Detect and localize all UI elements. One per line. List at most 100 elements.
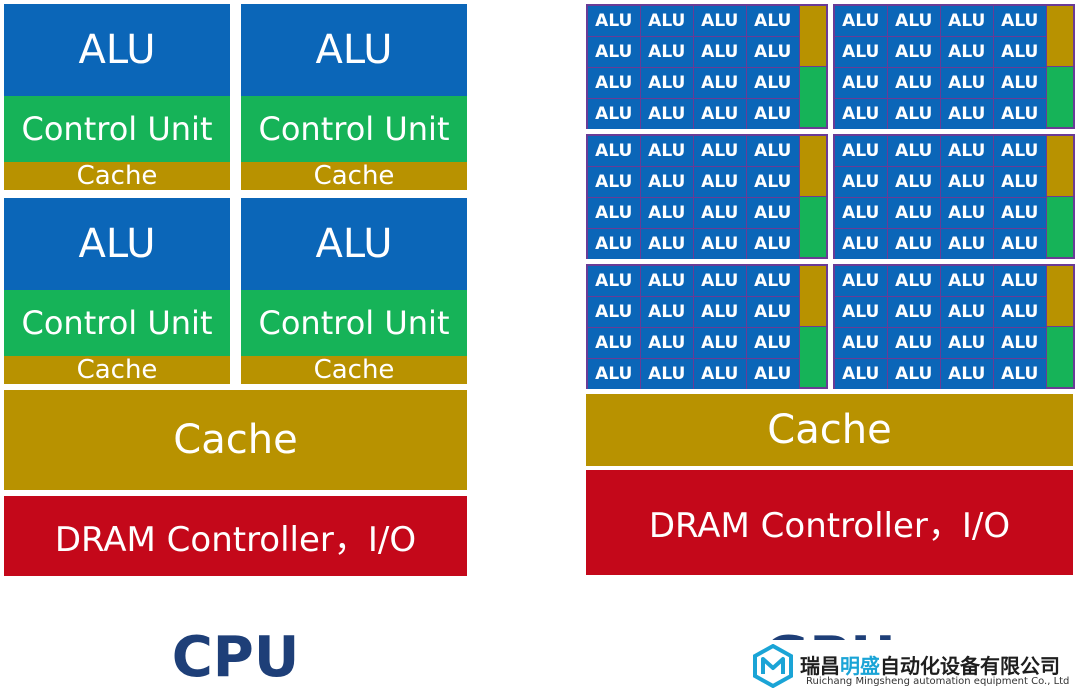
- gpu-alu: ALU: [588, 6, 640, 36]
- gpu-alu: ALU: [747, 136, 799, 166]
- gpu-alu: ALU: [641, 6, 693, 36]
- gpu-alu: ALU: [888, 37, 940, 67]
- cpu-control-unit: Control Unit: [4, 290, 230, 356]
- gpu-alu: ALU: [835, 37, 887, 67]
- company-name-part2: 自动化设备有限公司: [880, 654, 1060, 678]
- cpu-core-4: ALU Control Unit Cache: [241, 198, 467, 385]
- cpu-label: CPU: [171, 624, 300, 690]
- gpu-alu: ALU: [888, 229, 940, 259]
- gpu-alu: ALU: [641, 99, 693, 129]
- gpu-alu: ALU: [888, 99, 940, 129]
- gpu-alu: ALU: [641, 266, 693, 296]
- gpu-alu: ALU: [994, 6, 1046, 36]
- gpu-alu: ALU: [835, 99, 887, 129]
- gpu-alu: ALU: [641, 359, 693, 389]
- gpu-alu: ALU: [941, 229, 993, 259]
- gpu-alu: ALU: [694, 198, 746, 228]
- gpu-alu: ALU: [641, 167, 693, 197]
- gpu-sm-cache: [800, 6, 826, 66]
- cpu-diagram: ALU Control Unit Cache ALU Control Unit …: [0, 0, 472, 580]
- gpu-alu: ALU: [747, 37, 799, 67]
- gpu-alu: ALU: [994, 266, 1046, 296]
- gpu-alu: ALU: [694, 229, 746, 259]
- company-name-cn: 瑞昌明盛自动化设备有限公司: [800, 650, 1060, 679]
- gpu-sm-cache: [800, 136, 826, 196]
- gpu-alu: ALU: [888, 6, 940, 36]
- gpu-alu: ALU: [694, 297, 746, 327]
- cpu-shared-cache: Cache: [4, 390, 467, 490]
- gpu-alu: ALU: [747, 229, 799, 259]
- gpu-alu: ALU: [941, 266, 993, 296]
- company-logo: 瑞昌明盛自动化设备有限公司 Ruichang Mingsheng automat…: [748, 640, 1080, 692]
- gpu-sm-control-unit: [800, 197, 826, 257]
- gpu-alu: ALU: [941, 68, 993, 98]
- gpu-alu: ALU: [888, 198, 940, 228]
- cpu-alu: ALU: [241, 198, 467, 290]
- company-name-en: Ruichang Mingsheng automation equipment …: [806, 676, 1070, 687]
- gpu-alu: ALU: [747, 99, 799, 129]
- gpu-alu: ALU: [588, 136, 640, 166]
- gpu-alu: ALU: [888, 297, 940, 327]
- cpu-core-2: ALU Control Unit Cache: [241, 4, 467, 191]
- gpu-alu: ALU: [747, 68, 799, 98]
- gpu-alu: ALU: [994, 359, 1046, 389]
- cpu-core-cache: Cache: [241, 355, 467, 385]
- gpu-alu: ALU: [694, 136, 746, 166]
- gpu-sm-control-unit: [800, 67, 826, 127]
- cpu-dram-controller: DRAM Controller，I/O: [4, 496, 467, 576]
- gpu-alu: ALU: [941, 328, 993, 358]
- company-name-part1: 瑞昌: [800, 654, 840, 678]
- gpu-alu: ALU: [641, 37, 693, 67]
- gpu-sm-control-unit: [1047, 197, 1073, 257]
- gpu-alu: ALU: [694, 167, 746, 197]
- gpu-alu: ALU: [835, 229, 887, 259]
- gpu-alu: ALU: [747, 167, 799, 197]
- gpu-alu: ALU: [994, 198, 1046, 228]
- cpu-core-cache: Cache: [241, 161, 467, 191]
- gpu-alu: ALU: [941, 99, 993, 129]
- gpu-alu: ALU: [641, 198, 693, 228]
- cpu-control-unit: Control Unit: [241, 290, 467, 356]
- gpu-alu: ALU: [994, 99, 1046, 129]
- gpu-alu: ALU: [941, 198, 993, 228]
- gpu-alu: ALU: [994, 229, 1046, 259]
- cpu-control-unit: Control Unit: [241, 96, 467, 162]
- cpu-alu: ALU: [241, 4, 467, 96]
- gpu-dram-controller: DRAM Controller，I/O: [586, 470, 1073, 575]
- gpu-alu: ALU: [694, 6, 746, 36]
- gpu-alu: ALU: [588, 229, 640, 259]
- cpu-core-1: ALU Control Unit Cache: [4, 4, 230, 191]
- gpu-alu: ALU: [747, 266, 799, 296]
- gpu-alu: ALU: [641, 136, 693, 166]
- gpu-alu: ALU: [941, 136, 993, 166]
- cpu-control-unit: Control Unit: [4, 96, 230, 162]
- gpu-alu: ALU: [941, 6, 993, 36]
- gpu-sm-cache: [1047, 136, 1073, 196]
- gpu-alu: ALU: [888, 136, 940, 166]
- gpu-alu: ALU: [641, 328, 693, 358]
- gpu-alu: ALU: [747, 328, 799, 358]
- gpu-alu: ALU: [694, 99, 746, 129]
- gpu-sm-cache: [800, 266, 826, 326]
- gpu-alu: ALU: [941, 359, 993, 389]
- gpu-alu: ALU: [835, 68, 887, 98]
- gpu-alu: ALU: [994, 297, 1046, 327]
- gpu-alu: ALU: [835, 167, 887, 197]
- gpu-alu: ALU: [835, 136, 887, 166]
- gpu-alu: ALU: [747, 359, 799, 389]
- gpu-alu: ALU: [588, 37, 640, 67]
- gpu-alu: ALU: [747, 198, 799, 228]
- gpu-alu: ALU: [588, 266, 640, 296]
- gpu-alu: ALU: [694, 68, 746, 98]
- cpu-core-3: ALU Control Unit Cache: [4, 198, 230, 385]
- cpu-core-cache: Cache: [4, 355, 230, 385]
- gpu-alu: ALU: [641, 68, 693, 98]
- gpu-sm-control-unit: [800, 327, 826, 387]
- gpu-alu: ALU: [588, 359, 640, 389]
- gpu-alu: ALU: [641, 297, 693, 327]
- gpu-alu: ALU: [888, 328, 940, 358]
- gpu-alu: ALU: [694, 328, 746, 358]
